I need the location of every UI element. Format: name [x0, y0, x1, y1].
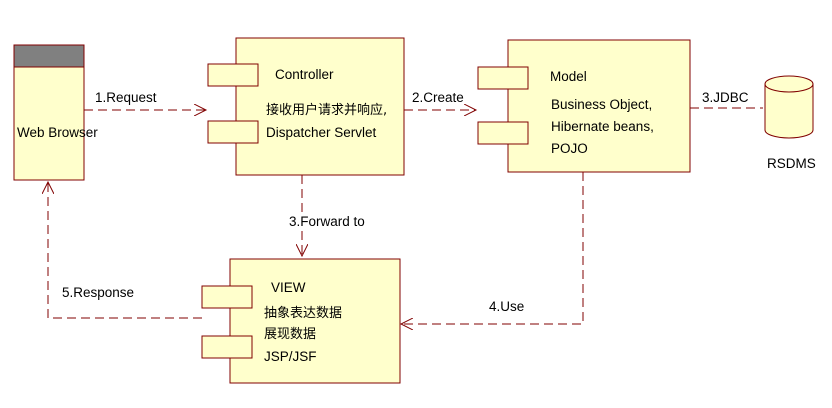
controller-title: Controller: [275, 67, 334, 82]
view-line1: 抽象表达数据: [264, 306, 342, 321]
database-cylinder-icon: RSDMS: [764, 75, 816, 171]
model-line3: POJO: [551, 141, 588, 156]
model-port-top: [477, 66, 529, 90]
model-line1: Business Object,: [551, 97, 652, 112]
view-line2: 展现数据: [264, 327, 316, 342]
arrow-response: [48, 182, 202, 319]
controller-line2: Dispatcher Servlet: [266, 125, 377, 140]
label-forward: 3.Forward to: [289, 214, 365, 229]
label-response: 5.Response: [62, 285, 134, 300]
view-title: VIEW: [271, 280, 306, 295]
label-use: 4.Use: [489, 299, 524, 314]
model-port-bottom: [477, 121, 529, 145]
model-title: Model: [550, 69, 587, 84]
label-jdbc: 3.JDBC: [702, 90, 749, 105]
label-request: 1.Request: [95, 90, 157, 105]
database-label: RSDMS: [767, 156, 816, 171]
controller-line1: 接收用户请求并响应,: [266, 102, 387, 118]
label-create: 2.Create: [412, 90, 464, 105]
view-port-top: [201, 285, 253, 309]
web-browser-label: Web Browser: [17, 125, 98, 140]
view-line3: JSP/JSF: [264, 349, 317, 364]
view-port-bottom: [201, 335, 253, 359]
model-component: Model Business Object, Hibernate beans, …: [477, 39, 691, 173]
controller-port-top: [207, 63, 259, 87]
controller-component: Controller 接收用户请求并响应, Dispatcher Servlet: [207, 37, 405, 176]
arrow-use: [401, 172, 584, 324]
web-browser-node: Web Browser: [13, 44, 98, 181]
controller-port-bottom: [207, 120, 259, 144]
model-line2: Hibernate beans,: [551, 119, 654, 134]
view-component: VIEW 抽象表达数据 展现数据 JSP/JSF: [201, 258, 401, 384]
